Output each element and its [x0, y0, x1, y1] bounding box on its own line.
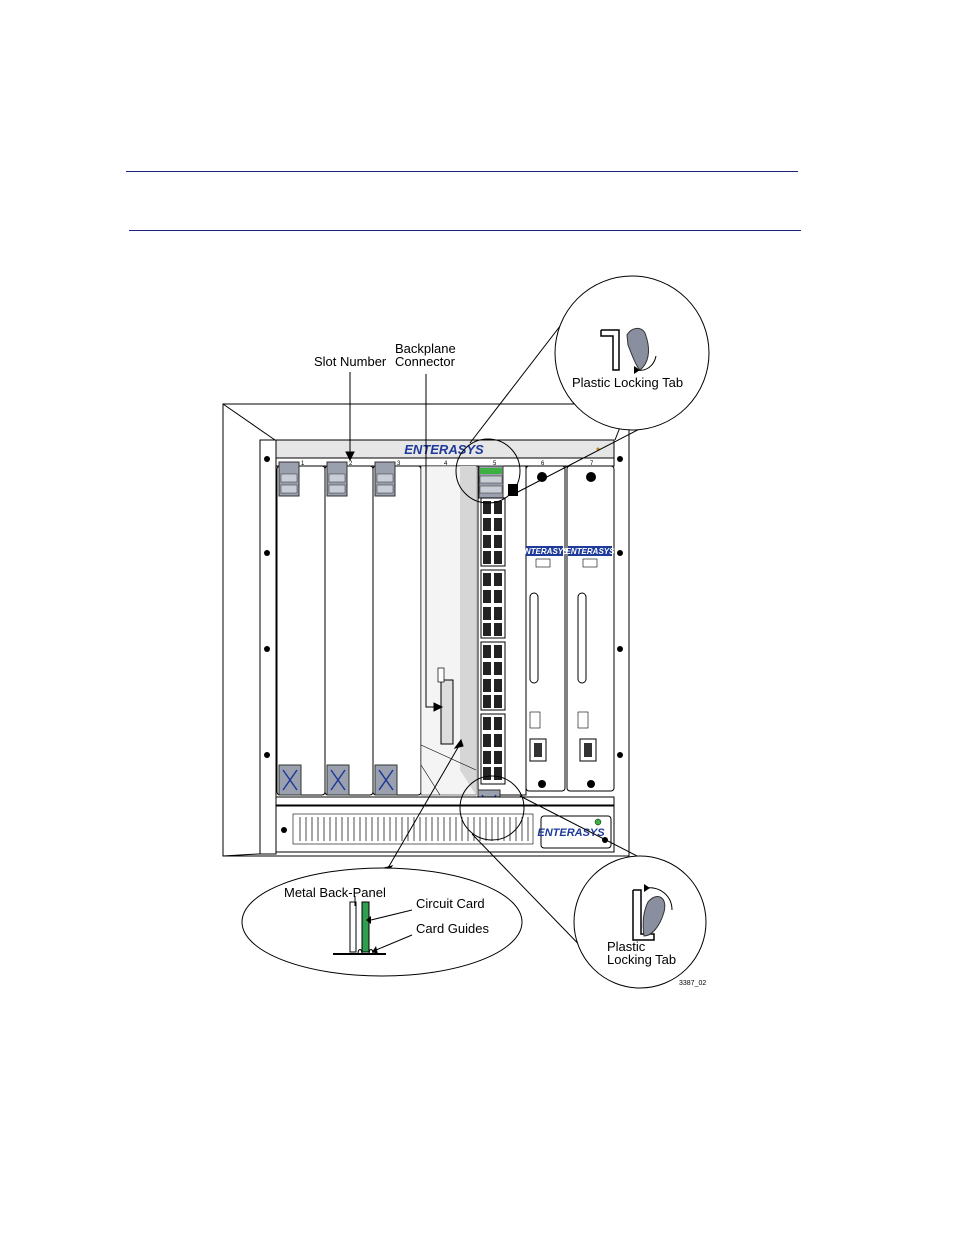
- blank-panel-slot-3: [372, 461, 422, 796]
- fan-tray-brand: ENTERASYS: [537, 827, 605, 839]
- label-circuit-card: Circuit Card: [416, 896, 485, 911]
- blank-panel-slot-1: [276, 461, 326, 796]
- rj45-port-bank: [480, 497, 506, 785]
- chassis-top-bar: ENTERASYS: [275, 439, 615, 459]
- label-metal-back-panel: Metal Back-Panel: [284, 885, 386, 900]
- slot-label-3: 3: [397, 461, 401, 467]
- slot-label-1: 1: [301, 461, 305, 467]
- locking-tab-detail-top: Plastic Locking Tab: [554, 275, 710, 431]
- slot-label-strip: 1 2 3 4 5 6 7: [275, 457, 615, 467]
- circuit-card-graphic: [361, 901, 370, 953]
- header-rule-top: [126, 171, 798, 172]
- figure-id: 3387_02: [679, 980, 706, 987]
- label-plastic-locking-tab-bottom-2: Locking Tab: [607, 952, 676, 967]
- backplane-connector: [440, 679, 454, 745]
- power-module-slot-7: ENTERASYS: [566, 465, 616, 792]
- blank-panel-slot-2: [324, 461, 374, 796]
- label-connector: Connector: [395, 354, 456, 369]
- label-card-guides: Card Guides: [416, 921, 489, 936]
- label-slot-number: Slot Number: [314, 354, 387, 369]
- slot-label-2: 2: [349, 461, 353, 467]
- power-module-slot-6: ENTERASYS: [520, 465, 570, 792]
- slot-label-7: 7: [590, 461, 594, 467]
- empty-slot-4: [420, 465, 477, 796]
- slot-label-4: 4: [444, 461, 448, 467]
- callout-leaders: [345, 307, 679, 959]
- label-backplane: Backplane: [395, 341, 456, 356]
- left-mounting-rail: [259, 439, 277, 855]
- slot-label-5: 5: [493, 461, 497, 467]
- slot-label-6: 6: [541, 461, 545, 467]
- locking-tab-detail-bottom: Plastic Locking Tab: [573, 855, 707, 989]
- label-plastic-locking-tab-bottom-1: Plastic: [607, 939, 646, 954]
- right-mounting-rail: [617, 456, 623, 758]
- card-guides-detail: Metal Back-Panel Circuit Card Card Guide…: [241, 867, 523, 977]
- fan-tray: ENTERASYS: [275, 796, 615, 853]
- label-plastic-locking-tab-top: Plastic Locking Tab: [572, 375, 683, 390]
- power-module-6-brand: ENTERASYS: [520, 547, 570, 556]
- header-rule-bottom: [129, 230, 801, 231]
- chassis-brand-logo: ENTERASYS: [404, 442, 484, 457]
- switch-module-slot-5: [477, 465, 527, 823]
- power-module-7-brand: ENTERASYS: [566, 547, 616, 556]
